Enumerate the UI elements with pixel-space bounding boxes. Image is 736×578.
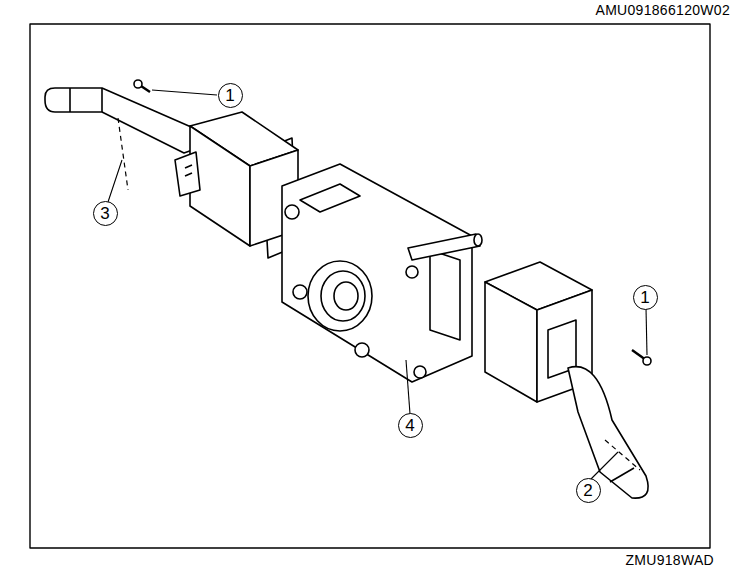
callout-number: 1 <box>640 289 649 306</box>
figure-code: ZMU918WAD <box>623 553 716 568</box>
frame <box>30 24 710 548</box>
callout-circle: 1 <box>218 83 243 108</box>
callout-number: 2 <box>583 482 592 499</box>
wiper-lever <box>45 88 198 153</box>
callout-circle: 2 <box>576 478 601 503</box>
bracket <box>282 164 472 382</box>
turn-lever <box>568 367 648 499</box>
callout-number: 4 <box>405 417 414 434</box>
callout-number: 1 <box>225 87 234 104</box>
callout-circle: 4 <box>398 413 423 438</box>
leader-line <box>108 90 647 480</box>
figure-code: AMU091866120W02 <box>594 3 732 18</box>
callout-number: 3 <box>100 205 109 222</box>
callout-circle: 1 <box>633 285 658 310</box>
callout-circle: 3 <box>93 201 118 226</box>
